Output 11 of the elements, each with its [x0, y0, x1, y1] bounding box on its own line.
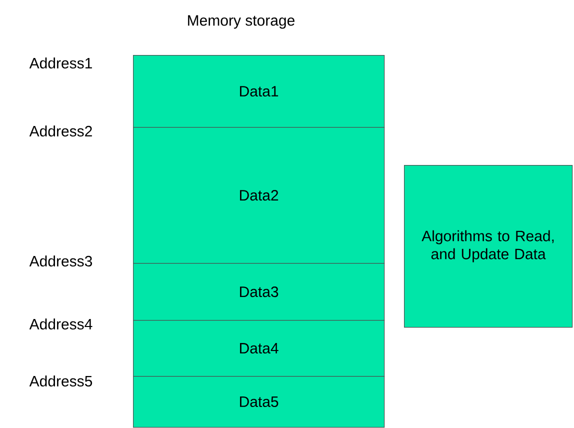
- address-label: Address4: [29, 318, 92, 330]
- address-label: Address5: [29, 375, 92, 386]
- memory-cell: Data1: [133, 55, 385, 128]
- title: Memory storage: [188, 15, 294, 29]
- address-label: Address2: [29, 126, 92, 136]
- memory-cell: Data5: [133, 376, 385, 428]
- algorithm-box: Algorithms to Read, and Update Data: [404, 165, 573, 328]
- address-label: Address3: [29, 255, 92, 266]
- address-label: Address1: [29, 58, 92, 68]
- memory-cell: Data3: [133, 263, 385, 321]
- memory-cell: Data4: [133, 320, 385, 377]
